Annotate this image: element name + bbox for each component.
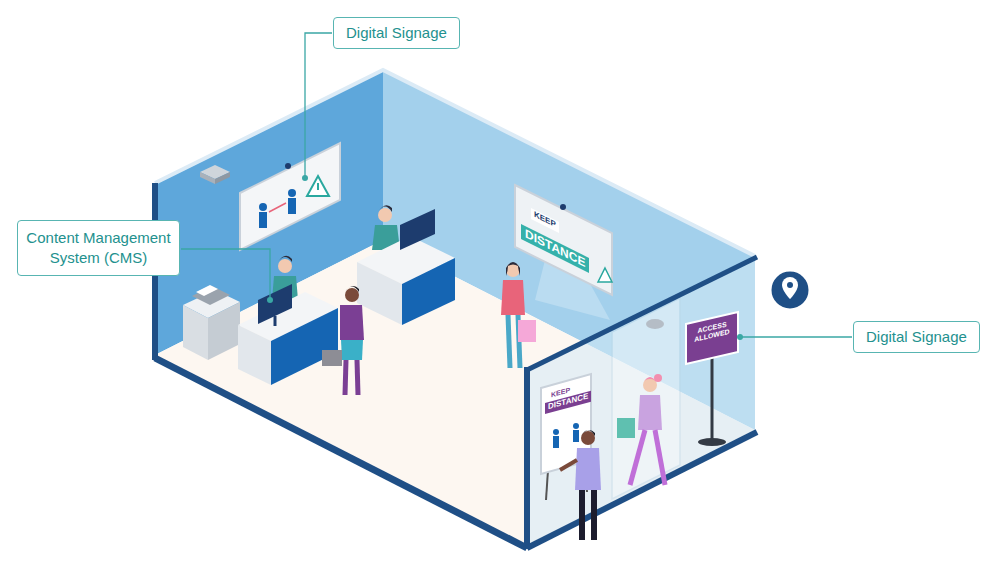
customer-purple-part [322,350,342,366]
man-at-poster-part [591,490,597,540]
printer-cabinet [183,285,240,360]
wall-screen-left-part [307,176,329,196]
location-pin-part [787,282,793,288]
counter-left [238,284,338,385]
access-stand [686,312,738,446]
customer-purple-part [345,288,359,302]
callout-box: Digital Signage [853,321,980,353]
walking-woman-part [654,374,662,382]
wall-screen-left-part [317,183,319,190]
location-pin [770,270,810,310]
customer-bag-part [506,263,520,277]
room-part [155,358,527,548]
counter-back-part [357,262,402,325]
leader-lines [181,33,852,340]
wall-screen-left [240,143,340,250]
customer-purple-part [341,340,363,360]
callout-box: Content Management System (CMS) [17,220,180,276]
router-box [200,165,230,184]
wall-screen-left-part [285,163,291,169]
customer-purple-part [345,360,346,395]
leader-lines-part [181,249,270,298]
counter-left-part [238,325,271,385]
counter-left-part [274,316,277,326]
leader-lines-part [737,334,743,340]
wall-screen-back-part [560,204,566,210]
receptionist-left-part [278,259,292,273]
customer-bag-part [506,262,520,276]
wall-screen-back-part [598,268,612,282]
poster-stand-part [546,470,548,500]
man-at-poster [560,430,601,540]
access-stand-part [711,358,714,440]
man-at-poster-part [560,460,577,470]
customer-bag-part [518,320,536,342]
wall-screen-left-part [240,143,340,250]
walking-woman [617,374,665,485]
man-at-poster-part [575,448,601,490]
wall-screen-back-part [515,185,612,295]
location-pin-part [770,270,810,310]
room-part [155,70,755,256]
walking-woman-part [638,395,662,430]
callout-text: Content Management System (CMS) [26,228,171,268]
leader-lines-part [305,33,332,176]
customer-bag [501,262,536,368]
printer-cabinet-part [183,305,208,360]
callout-text: Digital Signage [866,328,967,346]
walking-woman-part [617,418,635,438]
glass-wall-part [524,367,530,549]
glass-wall-part [612,298,680,499]
callout-text: Digital Signage [346,24,447,42]
poster-stand-part [553,436,559,448]
room [155,70,755,548]
poster-stand-part [573,423,579,429]
customer-bag-part [501,280,525,315]
access-stand-part [686,312,738,364]
man-at-poster-part [581,431,595,445]
poster-stand-part [573,430,579,442]
poster-stand-part [553,429,559,435]
customer-purple-part [340,305,364,340]
leader-lines-part [742,336,852,337]
leader-lines-part [267,297,273,303]
callout-box: Digital Signage [333,17,460,49]
walking-woman-part [655,430,665,485]
glass-wall [527,257,757,549]
customer-bag-part [508,315,510,368]
glass-wall-part [527,258,755,545]
router-box-part [215,172,230,184]
leader-lines-part [302,175,308,181]
wall-screen-left-part [288,198,296,214]
receptionist-back-part [378,208,392,222]
wall-screen-left-part [259,212,267,228]
counter-back-part [402,258,455,325]
customer-purple-part [345,286,359,292]
printer-cabinet-part [192,286,230,305]
access-stand-part [698,438,726,446]
location-pin-part [782,277,798,299]
room-part [155,240,755,545]
man-at-poster-part [581,430,595,436]
counter-back-part [400,209,435,250]
wall-screen-left-part [288,189,296,197]
man-at-poster-part [579,490,585,540]
glass-wall-part [646,319,664,329]
wall-screen-left-part [259,203,267,211]
walking-woman-part [630,430,645,485]
printer-cabinet-part [196,285,218,296]
wall-screen-left-part [269,203,286,212]
router-box-part [200,172,215,184]
glass-wall-part [527,257,757,370]
counter-left-part [271,308,338,385]
wall-screen-back [515,185,612,320]
customer-purple [322,286,364,395]
printer-cabinet-part [208,302,240,360]
counter-back [357,209,455,325]
receptionist-back-part [378,205,392,212]
customer-purple-part [357,360,358,395]
receptionist-left-part [278,256,292,262]
